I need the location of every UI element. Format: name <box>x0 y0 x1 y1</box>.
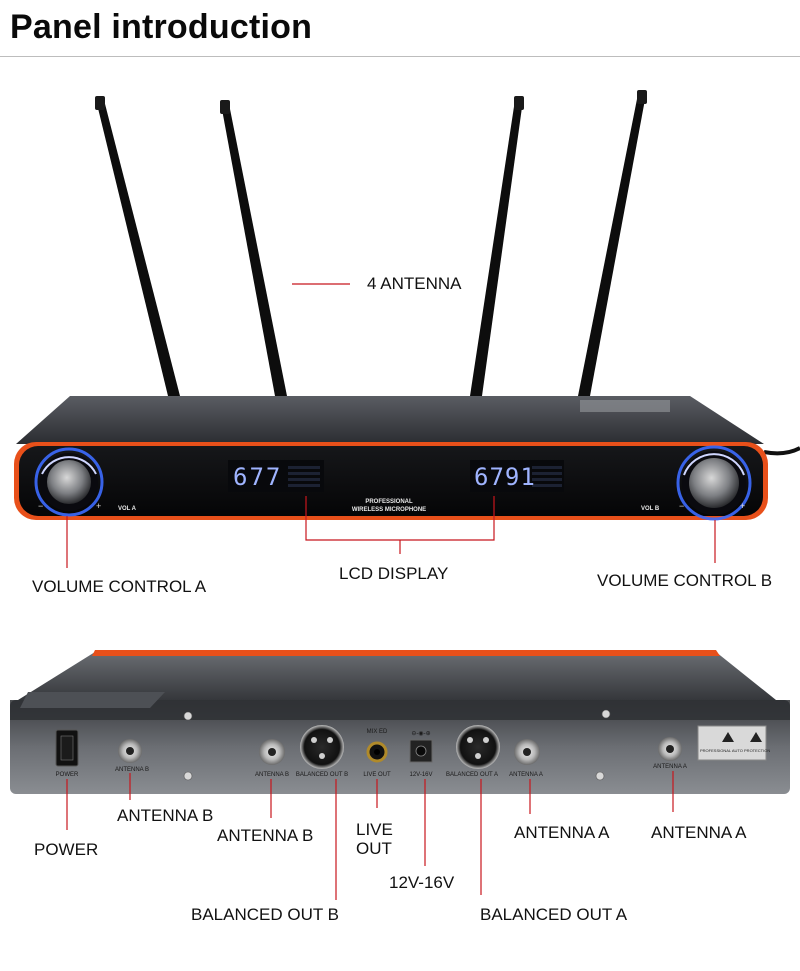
panel-antenna-b-label-2: ANTENNA B <box>255 772 289 778</box>
callout-lcd-display: LCD DISPLAY <box>339 564 449 583</box>
vol-a-label: VOL A <box>118 506 137 512</box>
callout-4-antenna: 4 ANTENNA <box>367 274 462 293</box>
panel-balanced-out-b-label: BALANCED OUT B <box>296 772 348 778</box>
front-callout-lines <box>66 283 716 568</box>
front-unit: − + VOL A 677 PROFESSIONAL WIRELESS MICR… <box>14 90 800 521</box>
title-divider <box>0 56 800 57</box>
page-title: Panel introduction <box>10 8 313 46</box>
front-face <box>19 446 763 516</box>
callout-power: POWER <box>34 840 99 859</box>
brand-line-2: WIRELESS MICROPHONE <box>352 507 426 513</box>
panel-antenna-a-label-2: ANTENNA A <box>653 764 687 770</box>
antenna-3 <box>470 96 524 396</box>
knob-a-minus: − <box>38 501 43 511</box>
balanced-out-b-connector[interactable] <box>300 725 344 769</box>
panel-antenna-b-label: ANTENNA B <box>115 767 149 773</box>
warning-text: PROFESSIONAL AUTO PROTECTION <box>700 748 770 753</box>
knob-a-plus: + <box>96 501 101 511</box>
panel-balanced-out-a-label: BALANCED OUT A <box>446 772 498 778</box>
warning-sticker: PROFESSIONAL AUTO PROTECTION <box>697 725 770 761</box>
back-unit: POWER ANTENNA B ANTENNA B BALANCED OUT B… <box>10 650 790 794</box>
brand-line-1: PROFESSIONAL <box>365 499 413 505</box>
callout-antenna-b-2: ANTENNA B <box>217 826 314 845</box>
antenna-a-connector-2[interactable] <box>658 737 682 761</box>
dc-power-jack[interactable]: ⊖-◉-⊕ <box>409 731 433 763</box>
display-a-digits: 677 <box>233 463 282 491</box>
svg-text:⊖-◉-⊕: ⊖-◉-⊕ <box>411 731 430 737</box>
back-chassis-top <box>18 652 776 700</box>
antenna-b-connector-1[interactable] <box>118 739 142 763</box>
callout-antenna-a-1: ANTENNA A <box>514 823 610 842</box>
knob-b-minus: − <box>679 501 684 511</box>
vol-b-label: VOL B <box>641 506 660 512</box>
back-panel <box>10 700 790 794</box>
callout-balanced-out-a: BALANCED OUT A <box>480 905 628 924</box>
volume-knob-b[interactable] <box>676 445 752 521</box>
volume-knob-a[interactable] <box>34 447 104 517</box>
callout-antenna-b-1: ANTENNA B <box>117 806 214 825</box>
antenna-a-connector-1[interactable] <box>514 739 540 765</box>
panel-dc-label: 12V-16V <box>409 772 432 778</box>
live-out-jack[interactable] <box>366 741 388 763</box>
back-callout-lines <box>66 771 674 900</box>
lcd-display-b: 6791 <box>470 460 564 492</box>
callout-live-out: LIVE OUT <box>356 820 393 858</box>
antenna-2 <box>220 100 287 396</box>
antenna-1 <box>95 96 180 396</box>
callout-12v-16v: 12V-16V <box>389 873 455 892</box>
lcd-display-a: 677 <box>228 460 324 492</box>
callout-antenna-a-2: ANTENNA A <box>651 823 747 842</box>
display-b-digits: 6791 <box>474 463 536 491</box>
panel-mixed-label: MIX ED <box>367 729 388 735</box>
callout-balanced-out-b: BALANCED OUT B <box>191 905 340 924</box>
power-switch[interactable] <box>55 729 79 767</box>
knob-b-plus: + <box>740 501 745 511</box>
callout-volume-control-b: VOLUME CONTROL B <box>597 571 773 590</box>
antenna-b-connector-2[interactable] <box>259 739 285 765</box>
callout-volume-control-a: VOLUME CONTROL A <box>32 577 207 596</box>
balanced-out-a-connector[interactable] <box>456 725 500 769</box>
antenna-4 <box>578 90 647 396</box>
panel-antenna-a-label: ANTENNA A <box>509 772 543 778</box>
panel-power-label: POWER <box>56 772 79 778</box>
chassis-top <box>16 396 764 444</box>
panel-live-out-label: LIVE OUT <box>363 772 391 778</box>
